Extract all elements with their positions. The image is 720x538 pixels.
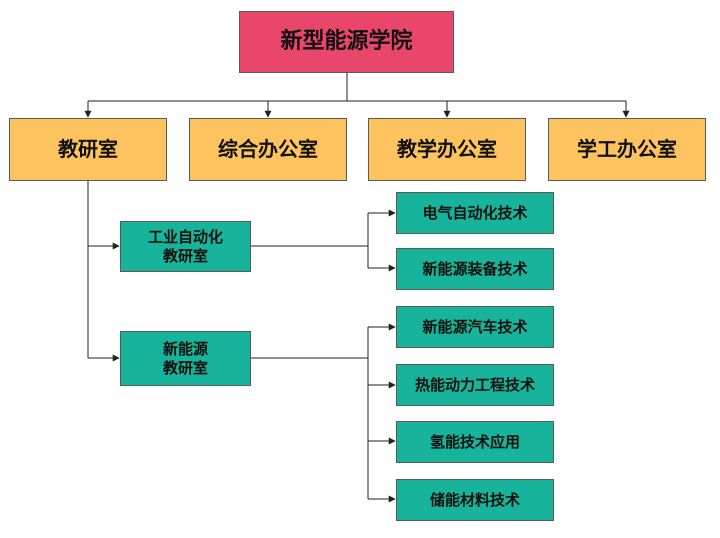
department-node-academic-office: 教学办公室: [368, 118, 526, 181]
major-node: 新能源装备技术: [396, 248, 554, 290]
department-label: 教学办公室: [397, 137, 497, 161]
lab-node-new-energy: 新能源 教研室: [120, 331, 251, 386]
major-node: 储能材料技术: [396, 479, 554, 521]
department-label: 综合办公室: [218, 137, 318, 161]
root-label: 新型能源学院: [280, 29, 413, 55]
lab-label-line1: 工业自动化: [147, 227, 223, 246]
major-node: 热能动力工程技术: [396, 364, 554, 406]
department-label: 学工办公室: [577, 137, 677, 161]
lab-label-line1: 新能源: [162, 339, 208, 358]
department-node-general-office: 综合办公室: [189, 118, 347, 181]
lab-node-industrial-automation: 工业自动化 教研室: [120, 221, 251, 272]
major-label: 热能动力工程技术: [414, 375, 535, 394]
major-label: 新能源装备技术: [422, 259, 528, 278]
lab-label-line2: 教研室: [162, 246, 208, 265]
department-label: 教研室: [58, 137, 118, 161]
major-label: 储能材料技术: [429, 490, 520, 509]
major-label: 电气自动化技术: [422, 203, 528, 222]
major-node: 氢能技术应用: [396, 421, 554, 463]
major-label: 氢能技术应用: [429, 432, 520, 451]
major-label: 新能源汽车技术: [422, 317, 528, 336]
department-node-student-affairs-office: 学工办公室: [548, 118, 706, 181]
root-node: 新型能源学院: [239, 11, 454, 73]
department-node-teaching-research: 教研室: [9, 118, 167, 181]
major-node: 新能源汽车技术: [396, 306, 554, 348]
lab-label-line2: 教研室: [162, 358, 208, 377]
major-node: 电气自动化技术: [396, 192, 554, 234]
